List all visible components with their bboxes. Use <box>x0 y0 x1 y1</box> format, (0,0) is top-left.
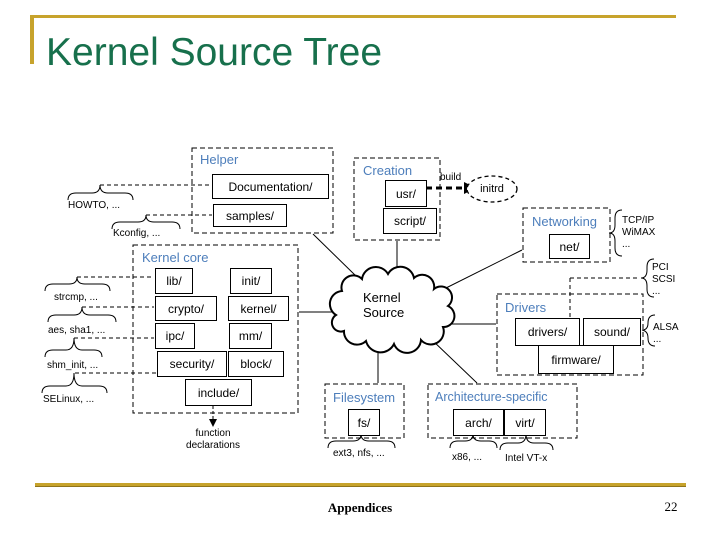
group-label-networking: Networking <box>532 214 598 229</box>
initrd-label: initrd <box>480 183 504 195</box>
alsa-line2: ... <box>653 334 662 345</box>
brace-selinux <box>41 372 108 394</box>
dir-box-init: init/ <box>230 268 272 294</box>
dir-box-kernel: kernel/ <box>228 296 289 321</box>
dir-box-ipc: ipc/ <box>155 323 195 349</box>
dir-box-sound: sound/ <box>583 318 641 346</box>
annotation-tcpip: TCP/IP WiMAX ... <box>622 215 655 251</box>
annotation-intel-vtx: Intel VT-x <box>505 453 548 464</box>
dir-box-samples: samples/ <box>213 204 287 227</box>
annotation-kconfig: Kconfig, ... <box>113 228 161 239</box>
connector-networking-cloud <box>443 249 523 290</box>
brace-kconfig <box>111 214 181 230</box>
annotation-function-declarations: function declarations <box>163 428 263 452</box>
dir-box-usr: usr/ <box>385 180 427 207</box>
pci-line3: ... <box>652 286 661 297</box>
footer-gold-line <box>35 483 686 487</box>
annotation-pci-scsi: PCI SCSI ... <box>652 262 675 298</box>
annotation-shm-init: shm_init, ... <box>47 360 99 371</box>
dir-box-firmware: firmware/ <box>538 345 614 374</box>
brace-x86 <box>449 433 498 449</box>
alsa-line1: ALSA <box>653 322 679 333</box>
dir-box-crypto: crypto/ <box>155 296 217 321</box>
dir-box-arch: arch/ <box>453 409 504 436</box>
dir-box-net: net/ <box>549 234 590 259</box>
dir-box-virt: virt/ <box>504 409 546 436</box>
dir-box-script: script/ <box>383 208 437 234</box>
tcpip-line3: ... <box>622 239 631 250</box>
group-label-drivers: Drivers <box>505 300 547 315</box>
dir-box-fs: fs/ <box>348 409 380 436</box>
tcpip-line1: TCP/IP <box>622 215 655 226</box>
dir-box-lib: lib/ <box>155 268 193 294</box>
brace-aes <box>47 306 117 323</box>
dir-box-documentation: Documentation/ <box>212 174 329 199</box>
pci-line2: SCSI <box>652 274 676 285</box>
page-number: 22 <box>664 499 678 514</box>
brace-shminit <box>44 337 103 358</box>
cloud-label-line2: Source <box>363 305 405 320</box>
footer-title: Appendices <box>327 500 393 515</box>
dir-box-mm: mm/ <box>229 323 272 349</box>
page-title: Kernel Source Tree <box>46 31 383 74</box>
function-decl-line1: function <box>195 428 231 439</box>
annotation-x86: x86, ... <box>452 452 483 463</box>
annotation-ext3: ext3, nfs, ... <box>333 448 385 459</box>
group-label-architecture: Architecture-specific <box>435 390 548 404</box>
group-label-creation: Creation <box>363 163 413 178</box>
dir-box-include: include/ <box>185 379 252 406</box>
brace-ext3 <box>327 433 396 449</box>
annotation-strcmp: strcmp, ... <box>54 292 98 303</box>
kernel-source-cloud-label: Kernel Source <box>363 290 404 320</box>
group-label-filesystem: Filesystem <box>333 390 396 405</box>
annotation-howto: HOWTO, ... <box>68 200 121 211</box>
tcpip-line2: WiMAX <box>622 227 656 238</box>
connector-cloud-architecture <box>430 338 478 384</box>
annotation-aes: aes, sha1, ... <box>48 325 106 336</box>
arrowhead-down-icon <box>209 419 217 427</box>
function-decl-line2: declarations <box>186 440 240 451</box>
top-gold-line <box>32 15 676 18</box>
dir-box-drivers: drivers/ <box>515 318 580 346</box>
cloud-connector-lines <box>299 233 523 384</box>
brace-howto <box>67 184 134 201</box>
dir-box-block: block/ <box>228 351 284 377</box>
annotation-alsa: ALSA ... <box>653 322 679 346</box>
annotation-selinux: SELinux, ... <box>43 394 95 405</box>
brace-tcpip <box>608 209 623 257</box>
brace-strcmp <box>44 276 111 292</box>
connector-helper-cloud <box>312 233 358 278</box>
pci-line1: PCI <box>652 262 669 273</box>
group-label-helper: Helper <box>200 152 239 167</box>
dir-box-security: security/ <box>157 351 227 377</box>
group-label-kernel-core: Kernel core <box>142 250 209 265</box>
annotation-build: build <box>440 172 462 183</box>
left-gold-bar <box>30 15 34 64</box>
brace-intel <box>499 433 554 451</box>
cloud-label-line1: Kernel <box>363 290 401 305</box>
